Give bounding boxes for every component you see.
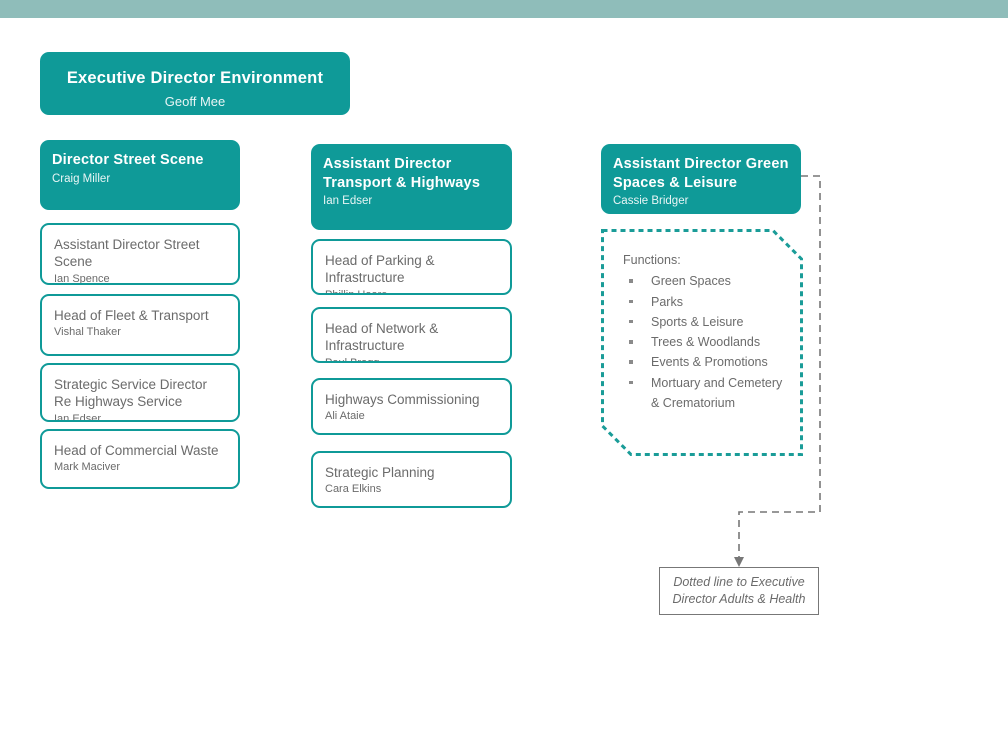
functions-title: Functions: — [623, 253, 681, 267]
node-assistant-director-transport-highways[interactable]: Assistant Director Transport & Highways … — [311, 144, 512, 230]
node-person: Phillip Hoare — [325, 288, 388, 295]
top-accent-bar — [0, 0, 1008, 18]
bullet-square-icon — [629, 380, 633, 384]
node-role: Executive Director Environment — [66, 69, 324, 87]
node-executive-director-environment[interactable]: Executive Director Environment Geoff Mee — [40, 52, 350, 115]
bullet-square-icon — [629, 319, 633, 324]
node-role: Assistant Director Transport & Highways — [323, 156, 481, 191]
node-role: Highways Commissioning — [325, 392, 480, 407]
functions-list-item: Mortuary and Cemetery & Crematorium — [623, 373, 791, 414]
node-highways-commissioning[interactable]: Highways Commissioning Ali Ataie — [311, 378, 512, 435]
node-person: Ali Ataie — [325, 410, 365, 423]
node-head-of-commercial-waste[interactable]: Head of Commercial Waste Mark Maciver — [40, 429, 240, 489]
functions-list-item-label: Events & Promotions — [651, 355, 768, 370]
node-role: Strategic Planning — [325, 465, 435, 480]
functions-list: Green Spaces Parks Sports & Leisure Tree… — [623, 271, 791, 413]
bullet-square-icon — [629, 279, 633, 283]
functions-list-item-label: Trees & Woodlands — [651, 335, 761, 349]
functions-list-item: Events & Promotions — [623, 352, 791, 372]
functions-list-item: Parks — [623, 292, 791, 312]
node-person: Ian Spence — [54, 272, 110, 285]
node-strategic-planning[interactable]: Strategic Planning Cara Elkins — [311, 451, 512, 508]
node-strategic-service-director-re-highways-service[interactable]: Strategic Service Director Re Highways S… — [40, 363, 240, 422]
node-role: Head of Network & Infrastructure — [325, 321, 439, 354]
node-assistant-director-green-spaces-leisure[interactable]: Assistant Director Green Spaces & Leisur… — [601, 144, 801, 214]
functions-list-item-label: Green Spaces — [651, 274, 731, 289]
functions-list-item-label: Mortuary and Cemetery & Crematorium — [651, 375, 783, 410]
node-role: Head of Fleet & Transport — [54, 308, 209, 323]
node-person: Ian Edser — [54, 412, 102, 422]
node-person: Paul Bragg — [325, 356, 380, 363]
functions-list-item-label: Sports & Leisure — [651, 314, 744, 329]
node-person: Cassie Bridger — [613, 195, 689, 208]
node-head-of-fleet-transport[interactable]: Head of Fleet & Transport Vishal Thaker — [40, 294, 240, 356]
node-head-of-parking-infrastructure[interactable]: Head of Parking & Infrastructure Phillip… — [311, 239, 512, 295]
bullet-square-icon — [629, 299, 633, 303]
functions-list-item-label: Parks — [651, 294, 683, 309]
bullet-square-icon — [629, 340, 633, 344]
functions-content: Functions: Green Spaces Parks Sports & L… — [623, 250, 791, 413]
functions-list-item: Trees & Woodlands — [623, 332, 791, 352]
node-role: Strategic Service Director Re Highways S… — [54, 377, 208, 410]
node-head-of-network-infrastructure[interactable]: Head of Network & Infrastructure Paul Br… — [311, 307, 512, 363]
node-director-street-scene[interactable]: Director Street Scene Craig Miller — [40, 140, 240, 210]
callout-text: Dotted line to Executive Director Adults… — [672, 575, 806, 606]
node-person: Ian Edser — [323, 195, 373, 208]
functions-panel: Functions: Green Spaces Parks Sports & L… — [601, 229, 803, 456]
node-role: Assistant Director Street Scene — [54, 237, 200, 270]
node-person: Geoff Mee — [164, 94, 226, 110]
node-assistant-director-street-scene[interactable]: Assistant Director Street Scene Ian Spen… — [40, 223, 240, 285]
node-person: Mark Maciver — [54, 461, 121, 474]
functions-list-item: Sports & Leisure — [623, 312, 791, 332]
bullet-square-icon — [629, 360, 633, 364]
functions-list-item: Green Spaces — [623, 271, 791, 291]
node-role: Head of Parking & Infrastructure — [325, 253, 435, 286]
node-person: Vishal Thaker — [54, 326, 121, 339]
node-role: Director Street Scene — [52, 152, 204, 168]
node-role: Assistant Director Green Spaces & Leisur… — [613, 156, 789, 191]
dotted-line-callout-box: Dotted line to Executive Director Adults… — [659, 567, 819, 615]
node-person: Cara Elkins — [325, 483, 382, 496]
node-role: Head of Commercial Waste — [54, 443, 219, 458]
node-person: Craig Miller — [52, 172, 111, 185]
